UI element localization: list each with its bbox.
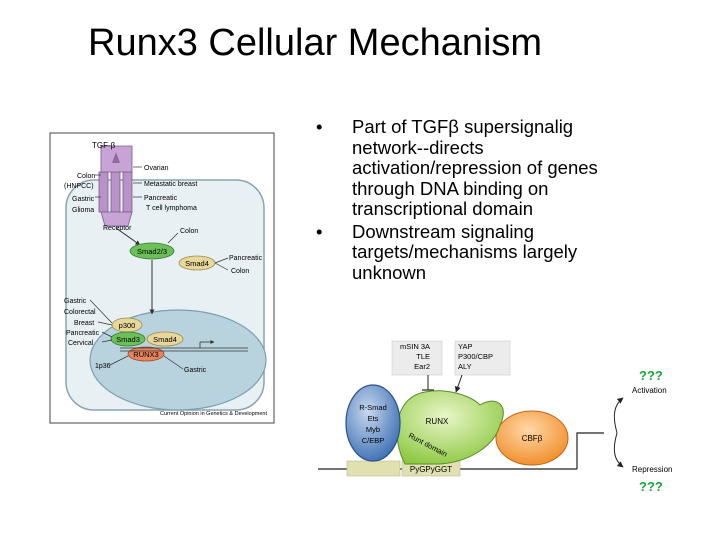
cancer-label: Gastric xyxy=(72,196,95,203)
repression-arrow xyxy=(613,432,624,468)
cancer-label: (HNPCC) xyxy=(64,183,94,190)
partner-factor-label: R-Smad xyxy=(359,403,387,412)
cancer-label: Colon xyxy=(231,268,249,275)
smad23-label: Smad2/3 xyxy=(137,247,167,256)
repression-label: Repression xyxy=(632,465,672,474)
bullet-text: Part of TGFβ supersignalig network--dire… xyxy=(352,116,598,219)
partner-factor-label: Ets xyxy=(368,414,379,423)
partner-factor-label: Myb xyxy=(366,425,380,434)
cbfb-protein xyxy=(495,410,569,466)
cancer-label: Pancreatic xyxy=(66,330,100,337)
unknown-repression-marker: ??? xyxy=(639,479,663,494)
partner-factor-protein xyxy=(345,384,401,462)
smad23-node xyxy=(129,242,175,260)
corepressor-box xyxy=(391,340,443,376)
cancer-label: Ovarian xyxy=(144,165,169,172)
cbfb-label: CBFβ xyxy=(522,434,543,443)
activation-label: Activation xyxy=(632,386,667,395)
coactivator-label: P300/CBP xyxy=(458,352,493,361)
coactivator-label: ALY xyxy=(458,362,472,371)
bullet-glyph: • xyxy=(316,220,323,242)
tgfb-ligand-shape xyxy=(112,152,120,163)
corepressor-label: TLE xyxy=(416,352,430,361)
cancer-label: Pancreatic xyxy=(229,255,263,262)
cancer-label: Cervical xyxy=(68,340,94,347)
cancer-label: Glioma xyxy=(72,207,94,214)
cancer-label: Pancreatic xyxy=(144,195,178,202)
dna-motif-label: PyGPyGGT xyxy=(410,465,452,474)
bullet-item: • Downstream signaling targets/mechanisms… xyxy=(316,220,646,284)
p300-label: p300 xyxy=(119,321,136,330)
smad4-nuclear-label: Smad4 xyxy=(153,335,177,344)
dna-site-box xyxy=(346,460,401,477)
corepressor-label: mSIN 3A xyxy=(400,342,430,351)
cancer-label: T cell lymphoma xyxy=(146,205,197,212)
coactivator-label: YAP xyxy=(458,342,472,351)
unknown-activation-marker: ??? xyxy=(639,368,663,383)
coactivator-box xyxy=(454,340,511,376)
activation-arrow xyxy=(613,397,624,434)
runx-label: RUNX xyxy=(426,417,449,426)
cancer-label: Breast xyxy=(74,320,94,327)
runx3-label: RUNX3 xyxy=(133,350,158,359)
smad3-label: Smad3 xyxy=(116,335,140,344)
runx3-pathway-figure: TGF-β Colon (HNPCC) Gastric Glioma Ovari… xyxy=(49,132,275,424)
bullet-list: • Part of TGFβ supersignalig network--dir… xyxy=(316,116,646,285)
cancer-label: Colon xyxy=(180,228,198,235)
cancer-label: Colon xyxy=(77,173,95,180)
runx-transcription-figure: mSIN 3A TLE Ear2 YAP P300/CBP ALY PyGPyG… xyxy=(318,340,672,494)
figure-credit: Current Opinion in Genetics & Developmen… xyxy=(160,411,267,417)
partner-factor-label: C/EBP xyxy=(362,436,385,445)
bullet-glyph: • xyxy=(316,116,323,137)
smad4-nuclear-node xyxy=(146,331,184,347)
cancer-label: Gastric xyxy=(64,298,87,305)
runx-protein xyxy=(396,390,504,465)
ligand-label: TGF-β xyxy=(92,141,116,150)
corepressor-label: Ear2 xyxy=(414,362,430,371)
cancer-label: Colorectal xyxy=(64,309,96,316)
slide-title: Runx3 Cellular Mechanism xyxy=(88,22,543,64)
smad4-label: Smad4 xyxy=(185,259,209,268)
cancer-label: Gastric xyxy=(184,367,207,374)
locus-label: 1p36 xyxy=(95,363,111,370)
smad3-node xyxy=(110,331,146,347)
cancer-label: Metastatic breast xyxy=(144,181,197,188)
runx3-node xyxy=(127,346,165,362)
bullet-text: Downstream signaling targets/mechanisms … xyxy=(352,220,578,283)
bullet-item: • Part of TGFβ supersignalig network--dir… xyxy=(316,116,646,220)
